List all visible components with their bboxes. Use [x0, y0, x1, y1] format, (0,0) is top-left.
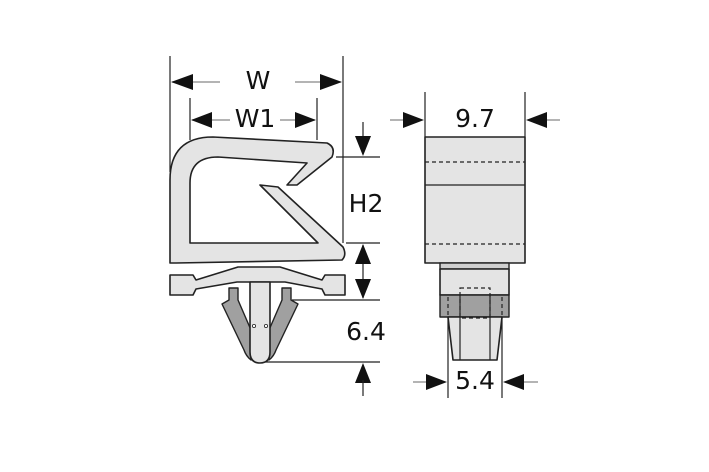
arrow-right-icon — [295, 112, 316, 128]
center-stem — [249, 281, 271, 364]
stem-length-label: 6.4 — [346, 317, 386, 346]
arrow-right-icon — [320, 74, 342, 90]
body-width-label: 9.7 — [455, 104, 495, 133]
arrow-right-icon — [426, 374, 447, 390]
w1-label: W1 — [235, 104, 276, 133]
base-neck-front — [439, 268, 510, 296]
arrow-up-icon — [355, 244, 371, 264]
edge-clip-body — [169, 136, 346, 264]
side-view: W W1 H2 6.4 — [169, 56, 386, 396]
arrow-left-icon — [526, 112, 547, 128]
arrow-left-icon — [171, 74, 193, 90]
arrow-right-icon — [403, 112, 424, 128]
stem-front — [447, 316, 503, 361]
arrow-up-icon — [355, 363, 371, 383]
arrow-left-icon — [191, 112, 212, 128]
leg-band-front — [439, 294, 510, 318]
right-barb-leg — [268, 287, 299, 361]
stem-width-label: 5.4 — [455, 366, 495, 395]
base-plate-front — [439, 262, 510, 270]
arrow-left-icon — [503, 374, 524, 390]
left-barb-leg — [221, 287, 252, 361]
hinge-point — [251, 323, 256, 328]
w-label: W — [246, 66, 271, 95]
front-view: 9.7 5.4 — [390, 92, 560, 398]
arrow-down-icon — [355, 136, 371, 156]
hinge-point — [263, 323, 268, 328]
arrow-down-icon — [355, 279, 371, 299]
h2-label: H2 — [349, 189, 384, 218]
base-plate — [169, 266, 346, 296]
